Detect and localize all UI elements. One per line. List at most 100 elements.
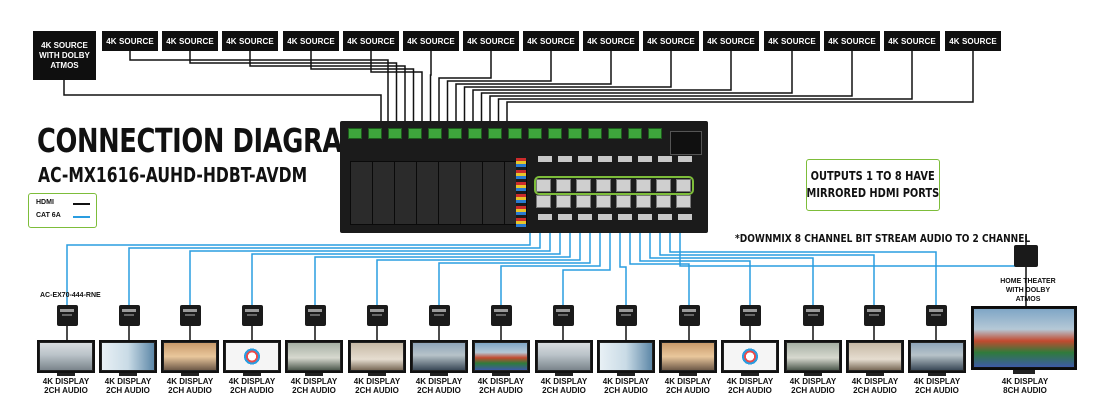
source-box-2: 4K SOURCE: [102, 31, 158, 51]
hdmi-port-icon: [618, 214, 632, 220]
hdmi-cable: [455, 51, 612, 125]
display-label-line1: 4K DISPLAY: [726, 377, 774, 386]
rj45-port-icon: [596, 179, 611, 192]
display-stand: [181, 373, 199, 376]
source-box-12: 4K SOURCE: [703, 31, 759, 51]
display-picture: [351, 343, 403, 370]
display-screen-1: [37, 340, 95, 373]
receiver-logo: [432, 309, 446, 312]
display-label-line1: 4K DISPLAY: [664, 377, 712, 386]
audio-terminal-icon: [448, 128, 462, 139]
rj45-port-icon: [556, 179, 571, 192]
display-screen-12: [721, 340, 779, 373]
receiver-logo: [867, 309, 881, 312]
display-screen-6: [348, 340, 406, 373]
display-picture: [600, 343, 652, 370]
receiver-logo-line: [124, 314, 134, 316]
hdmi-port-icon: [538, 156, 552, 162]
hdbaset-receiver-icon: [305, 305, 326, 326]
receiver-logo-line: [931, 314, 941, 316]
display-label-line1: 4K DISPLAY: [290, 377, 338, 386]
display-stand: [119, 373, 137, 376]
hdbaset-receiver-icon: [740, 305, 761, 326]
hdmi-port-icon: [598, 156, 612, 162]
hdmi-cable: [497, 51, 913, 125]
display-label-line2: 2CH AUDIO: [915, 386, 959, 396]
display-label-line2: 2CH AUDIO: [666, 386, 710, 396]
legend-hdmi-label: HDMI: [36, 199, 54, 206]
hdmi-port-icon: [678, 214, 692, 220]
display-stand: [804, 373, 822, 376]
source-box-14: 4K SOURCE: [824, 31, 880, 51]
receiver-logo: [682, 309, 696, 312]
callout-line2: MIRRORED HDMI PORTS: [806, 186, 940, 200]
hdmi-cable: [370, 51, 423, 125]
display-label-line1: 4K DISPLAY: [789, 377, 837, 386]
hdmi-port-icon: [618, 156, 632, 162]
hdmi-port-icon: [678, 156, 692, 162]
hdmi-port-icon: [638, 156, 652, 162]
hdmi-port-icon: [558, 214, 572, 220]
display-screen-15: [908, 340, 966, 373]
hdbaset-receiver-icon: [180, 305, 201, 326]
input-card-slot: [460, 161, 483, 225]
display-label-line2: 2CH AUDIO: [417, 386, 461, 396]
receiver-logo-line: [434, 314, 444, 316]
receiver-logo: [245, 309, 259, 312]
cat6a-cable: [376, 233, 581, 305]
hdbaset-receiver-icon: [553, 305, 574, 326]
cat6a-cable: [629, 233, 690, 305]
rj45-port-icon: [656, 195, 671, 208]
receiver-logo: [556, 309, 570, 312]
display-picture: [288, 343, 340, 370]
audio-terminal-icon: [368, 128, 382, 139]
input-card-slot: [372, 161, 395, 225]
display-label-line2: 2CH AUDIO: [604, 386, 648, 396]
display-screen-10: [597, 340, 655, 373]
hdbaset-receiver-icon: [679, 305, 700, 326]
hdbaset-receiver-icon: [491, 305, 512, 326]
display-label-line1: 4K DISPLAY: [42, 377, 90, 386]
display-stand: [617, 373, 635, 376]
display-picture: [226, 343, 278, 370]
cat6a-cable: [189, 233, 551, 305]
input-card-slot: [394, 161, 417, 225]
hdmi-cable: [463, 51, 672, 125]
rj45-port-icon: [556, 195, 571, 208]
main-display-line2: 8CH AUDIO: [1003, 386, 1047, 396]
hdbaset-receiver-icon: [57, 305, 78, 326]
display-screen-11: [659, 340, 717, 373]
display-label-line1: 4K DISPLAY: [415, 377, 463, 386]
input-card-slot: [416, 161, 439, 225]
legend-cat6a-line: [73, 216, 90, 218]
display-picture: [413, 343, 465, 370]
display-label-line1: 4K DISPLAY: [477, 377, 525, 386]
hdmi-cable: [438, 51, 492, 125]
receiver-logo-line: [558, 314, 568, 316]
receiver-logo: [60, 309, 74, 312]
power-inlet-icon: [670, 131, 702, 155]
audio-terminal-icon: [428, 128, 442, 139]
display-label-line1: 4K DISPLAY: [228, 377, 276, 386]
receiver-logo-line: [185, 314, 195, 316]
display-label-line2: 2CH AUDIO: [292, 386, 336, 396]
cat6a-cable: [659, 233, 875, 305]
downmix-note: *DOWNMIX 8 CHANNEL BIT STREAM AUDIO TO 2…: [735, 232, 1031, 245]
display-label-line1: 4K DISPLAY: [353, 377, 401, 386]
cable-legend: HDMI CAT 6A: [28, 193, 97, 228]
hdmi-cable: [429, 51, 432, 125]
display-picture: [102, 343, 154, 370]
display-label-line2: 2CH AUDIO: [791, 386, 835, 396]
display-stand: [928, 373, 946, 376]
source-box-9: 4K SOURCE: [523, 31, 579, 51]
hdmi-port-icon: [558, 156, 572, 162]
home-theater-label: HOME THEATER WITH DOLBY ATMOS: [993, 277, 1063, 304]
hdbaset-receiver-icon: [119, 305, 140, 326]
audio-terminal-icon: [388, 128, 402, 139]
